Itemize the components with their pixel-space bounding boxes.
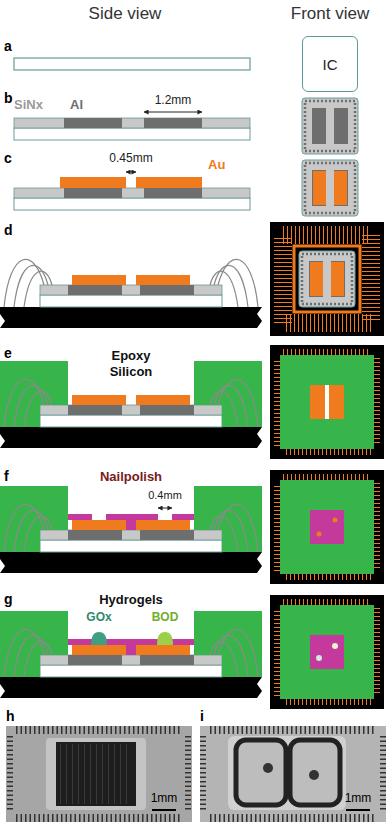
dimension: 1.2mm <box>155 94 192 108</box>
dimension: 0.4mm <box>148 489 182 502</box>
bare-chip-side <box>14 58 250 70</box>
wire-bonded-side <box>0 259 262 328</box>
scale-label: 1mm <box>151 792 178 806</box>
material-name: BOD <box>152 611 179 625</box>
column-heading: Front view <box>291 4 369 24</box>
wire-bonded-front <box>270 222 384 336</box>
column-heading: Side view <box>89 4 162 24</box>
hydrogel-side <box>0 611 262 698</box>
hydrogel-front <box>270 595 384 709</box>
photo-h <box>6 726 192 822</box>
material-name: Nailpolish <box>100 470 162 485</box>
nailpolish-front <box>270 470 384 584</box>
panel-letter: g <box>4 591 13 607</box>
material-name: GOx <box>86 611 111 625</box>
gold-pads-side <box>14 172 250 210</box>
chip-layers-side <box>14 112 250 140</box>
material-name: Silicon <box>110 365 153 380</box>
panel-letter: h <box>6 708 15 724</box>
material-name: Epoxy <box>111 349 150 364</box>
panel-letter: d <box>4 222 13 238</box>
panel-letter: i <box>200 708 204 724</box>
epoxy-side <box>0 361 262 448</box>
nailpolish-side <box>0 486 262 573</box>
layer-name: Al <box>70 98 83 113</box>
panel-letter: f <box>4 468 9 484</box>
panel-letter: c <box>4 150 12 166</box>
gold-pads-front <box>302 160 358 216</box>
epoxy-front <box>270 345 384 459</box>
ic-chip-box: IC <box>302 36 358 92</box>
chip-front <box>302 98 358 154</box>
scale-label: 1mm <box>345 792 372 806</box>
layer-name: Au <box>208 158 225 173</box>
photo-i <box>200 726 386 822</box>
panel-letter: b <box>4 90 13 106</box>
panel-letter: a <box>4 38 12 54</box>
dimension: 0.45mm <box>109 152 152 166</box>
layer-name: SiNx <box>14 98 43 113</box>
panel-letter: e <box>4 345 12 361</box>
node-label: IC <box>323 56 338 73</box>
material-name: Hydrogels <box>99 593 163 608</box>
